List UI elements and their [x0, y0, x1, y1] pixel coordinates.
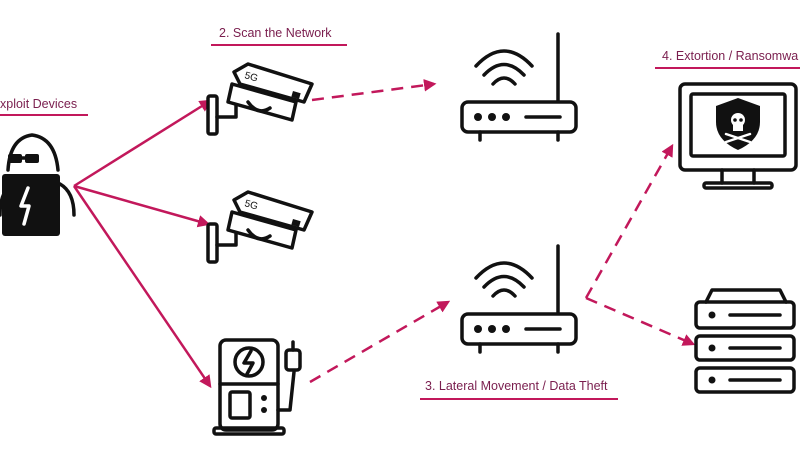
label-extortion: 4. Extortion / Ransomwa: [662, 49, 799, 63]
arrow-camera-to-router-top: [311, 79, 437, 102]
security-camera-icon: 5G: [206, 62, 314, 136]
ransomware-monitor-icon: [678, 82, 798, 190]
network-arrows: [309, 79, 696, 384]
underline-extortion: [655, 67, 800, 69]
ev-charger-icon: [212, 338, 302, 436]
exploit-arrows: [72, 99, 213, 389]
security-camera-icon: 5G: [206, 190, 314, 264]
label-exploit-devices: xploit Devices: [0, 97, 78, 111]
arrow-charger-to-router-bottom: [309, 300, 451, 384]
wifi-router-icon: [460, 244, 578, 354]
underline-lateral: [420, 398, 618, 400]
arrow-router-to-server: [585, 296, 696, 346]
arrow-to-charger: [72, 185, 212, 389]
arrow-to-camera-top: [73, 99, 213, 188]
camera-badge-middle: 5G: [243, 198, 259, 212]
underline-exploit: [0, 114, 88, 116]
camera-badge-top: 5G: [243, 70, 259, 84]
arrow-router-to-monitor: [584, 143, 674, 299]
underline-scan: [211, 44, 347, 46]
server-icon: [694, 288, 796, 394]
wifi-router-icon: [460, 32, 578, 142]
label-scan-network: 2. Scan the Network: [219, 26, 332, 40]
arrow-to-camera-mid: [73, 184, 211, 228]
label-lateral-movement: 3. Lateral Movement / Data Theft: [425, 379, 608, 393]
hacker-icon: [0, 133, 76, 236]
